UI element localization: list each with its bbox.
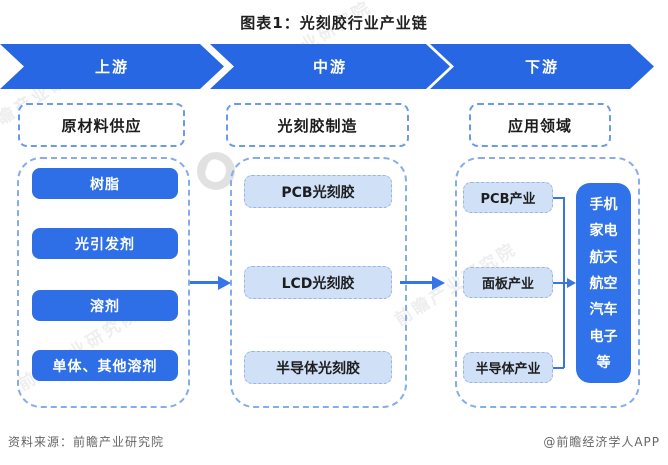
connector-pcb-industry — [553, 197, 564, 199]
upstream-item-monomer: 单体、其他溶剂 — [32, 350, 178, 381]
downstream-item-pcb-industry: PCB产业 — [463, 182, 553, 213]
chart-title: 图表1：光刻胶行业产业链 — [240, 14, 428, 32]
arrow-midstream-to-downstream — [400, 281, 434, 284]
source-note: 资料来源：前瞻产业研究院 — [8, 435, 165, 449]
application-etc: 等 — [596, 354, 611, 371]
midstream-item-semiconductor-photoresist: 半导体光刻胶 — [244, 351, 392, 384]
credit-note: @前瞻经济学人APP — [543, 435, 660, 449]
application-automotive: 汽车 — [589, 302, 618, 319]
application-electronics: 电子 — [589, 328, 618, 345]
connector-semiconductor-industry — [553, 367, 564, 369]
stage-label-midstream: 中游 — [312, 58, 347, 76]
upstream-item-resin: 树脂 — [32, 168, 178, 199]
application-aviation: 航空 — [589, 275, 618, 292]
category-box-manufacturing: 光刻胶制造 — [226, 103, 409, 147]
application-mobile: 手机 — [589, 197, 618, 214]
downstream-group-container — [455, 157, 640, 408]
stage-label-upstream: 上游 — [94, 58, 129, 76]
midstream-item-pcb-photoresist: PCB光刻胶 — [244, 175, 392, 208]
upstream-item-photoinitiator: 光引发剂 — [32, 228, 178, 259]
stage-chevron-midstream: 中游 — [210, 44, 450, 89]
applications-box: 手机 家电 航天 航空 汽车 电子 等 — [576, 183, 631, 383]
stage-chevron-downstream: 下游 — [430, 44, 654, 89]
upstream-group-container — [17, 157, 190, 408]
upstream-item-solvent: 溶剂 — [32, 290, 178, 321]
arrow-upstream-to-midstream — [190, 281, 220, 284]
arrowhead-to-applications-icon — [567, 278, 576, 288]
application-aerospace: 航天 — [589, 249, 618, 266]
downstream-item-semiconductor-industry: 半导体产业 — [463, 352, 553, 383]
downstream-item-panel-industry: 面板产业 — [463, 267, 553, 298]
arrowhead-midstream-to-downstream-icon — [432, 276, 445, 290]
connector-panel-industry — [553, 282, 568, 284]
category-box-raw-materials: 原材料供应 — [18, 103, 185, 147]
category-box-applications: 应用领域 — [469, 103, 611, 147]
midstream-item-lcd-photoresist: LCD光刻胶 — [244, 266, 392, 299]
stage-chevron-upstream: 上游 — [0, 44, 224, 89]
stage-label-downstream: 下游 — [524, 58, 559, 76]
arrowhead-upstream-to-midstream-icon — [218, 276, 231, 290]
application-home-appliance: 家电 — [589, 223, 618, 240]
